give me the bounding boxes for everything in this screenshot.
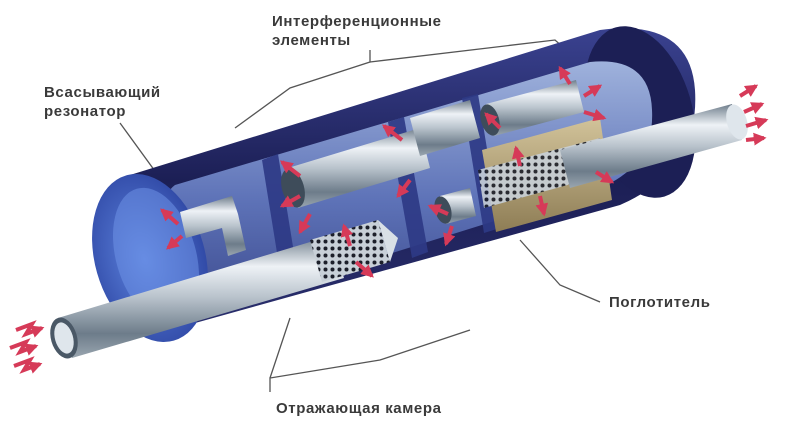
inlet-pipe — [58, 236, 344, 358]
label-line: элементы — [272, 32, 351, 49]
label-interference-elements: Интерференционные элементы — [272, 12, 442, 50]
label-line: резонатор — [44, 103, 127, 120]
label-absorber: Поглотитель — [609, 293, 711, 312]
label-line: Интерференционные — [272, 13, 442, 30]
interference-tubes — [281, 80, 584, 224]
label-line: Отражающая камера — [276, 400, 442, 417]
label-line: Поглотитель — [609, 294, 711, 311]
label-intake-resonator: Всасывающий резонатор — [44, 83, 161, 121]
label-reflective-chamber: Отражающая камера — [276, 399, 442, 418]
flow-arrow-icon — [9, 65, 769, 374]
label-line: Всасывающий — [44, 84, 161, 101]
outlet-pipe — [560, 104, 742, 188]
resonator-pipe — [180, 196, 246, 256]
